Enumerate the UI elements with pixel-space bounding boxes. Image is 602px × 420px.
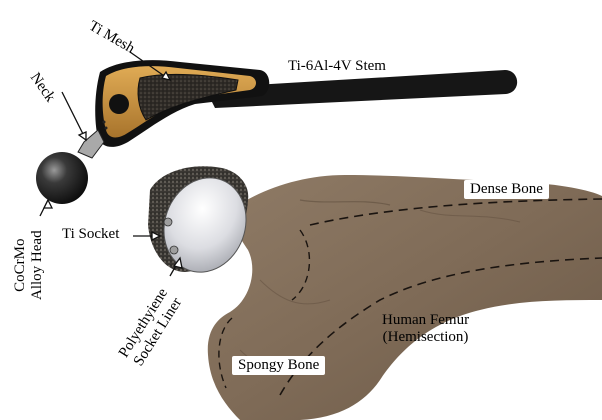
femur-bone	[208, 175, 602, 420]
label-femur-line2: (Hemisection)	[382, 329, 469, 346]
label-femur-line1: Human Femur	[382, 312, 469, 329]
cocrmo-head	[36, 152, 88, 204]
label-ti-stem: Ti-6Al-4V Stem	[282, 57, 392, 76]
ti-socket-assembly	[148, 166, 259, 284]
label-ti-socket: Ti Socket	[62, 226, 119, 243]
label-human-femur: Human Femur (Hemisection)	[382, 312, 469, 347]
label-head-line1: CoCrMo	[12, 230, 29, 300]
label-head-line2: Alloy Head	[29, 230, 46, 300]
stem-hole	[109, 94, 129, 114]
label-dense-bone: Dense Bone	[464, 180, 549, 199]
label-head: CoCrMo Alloy Head	[12, 230, 47, 300]
label-spongy-bone: Spongy Bone	[232, 356, 325, 375]
